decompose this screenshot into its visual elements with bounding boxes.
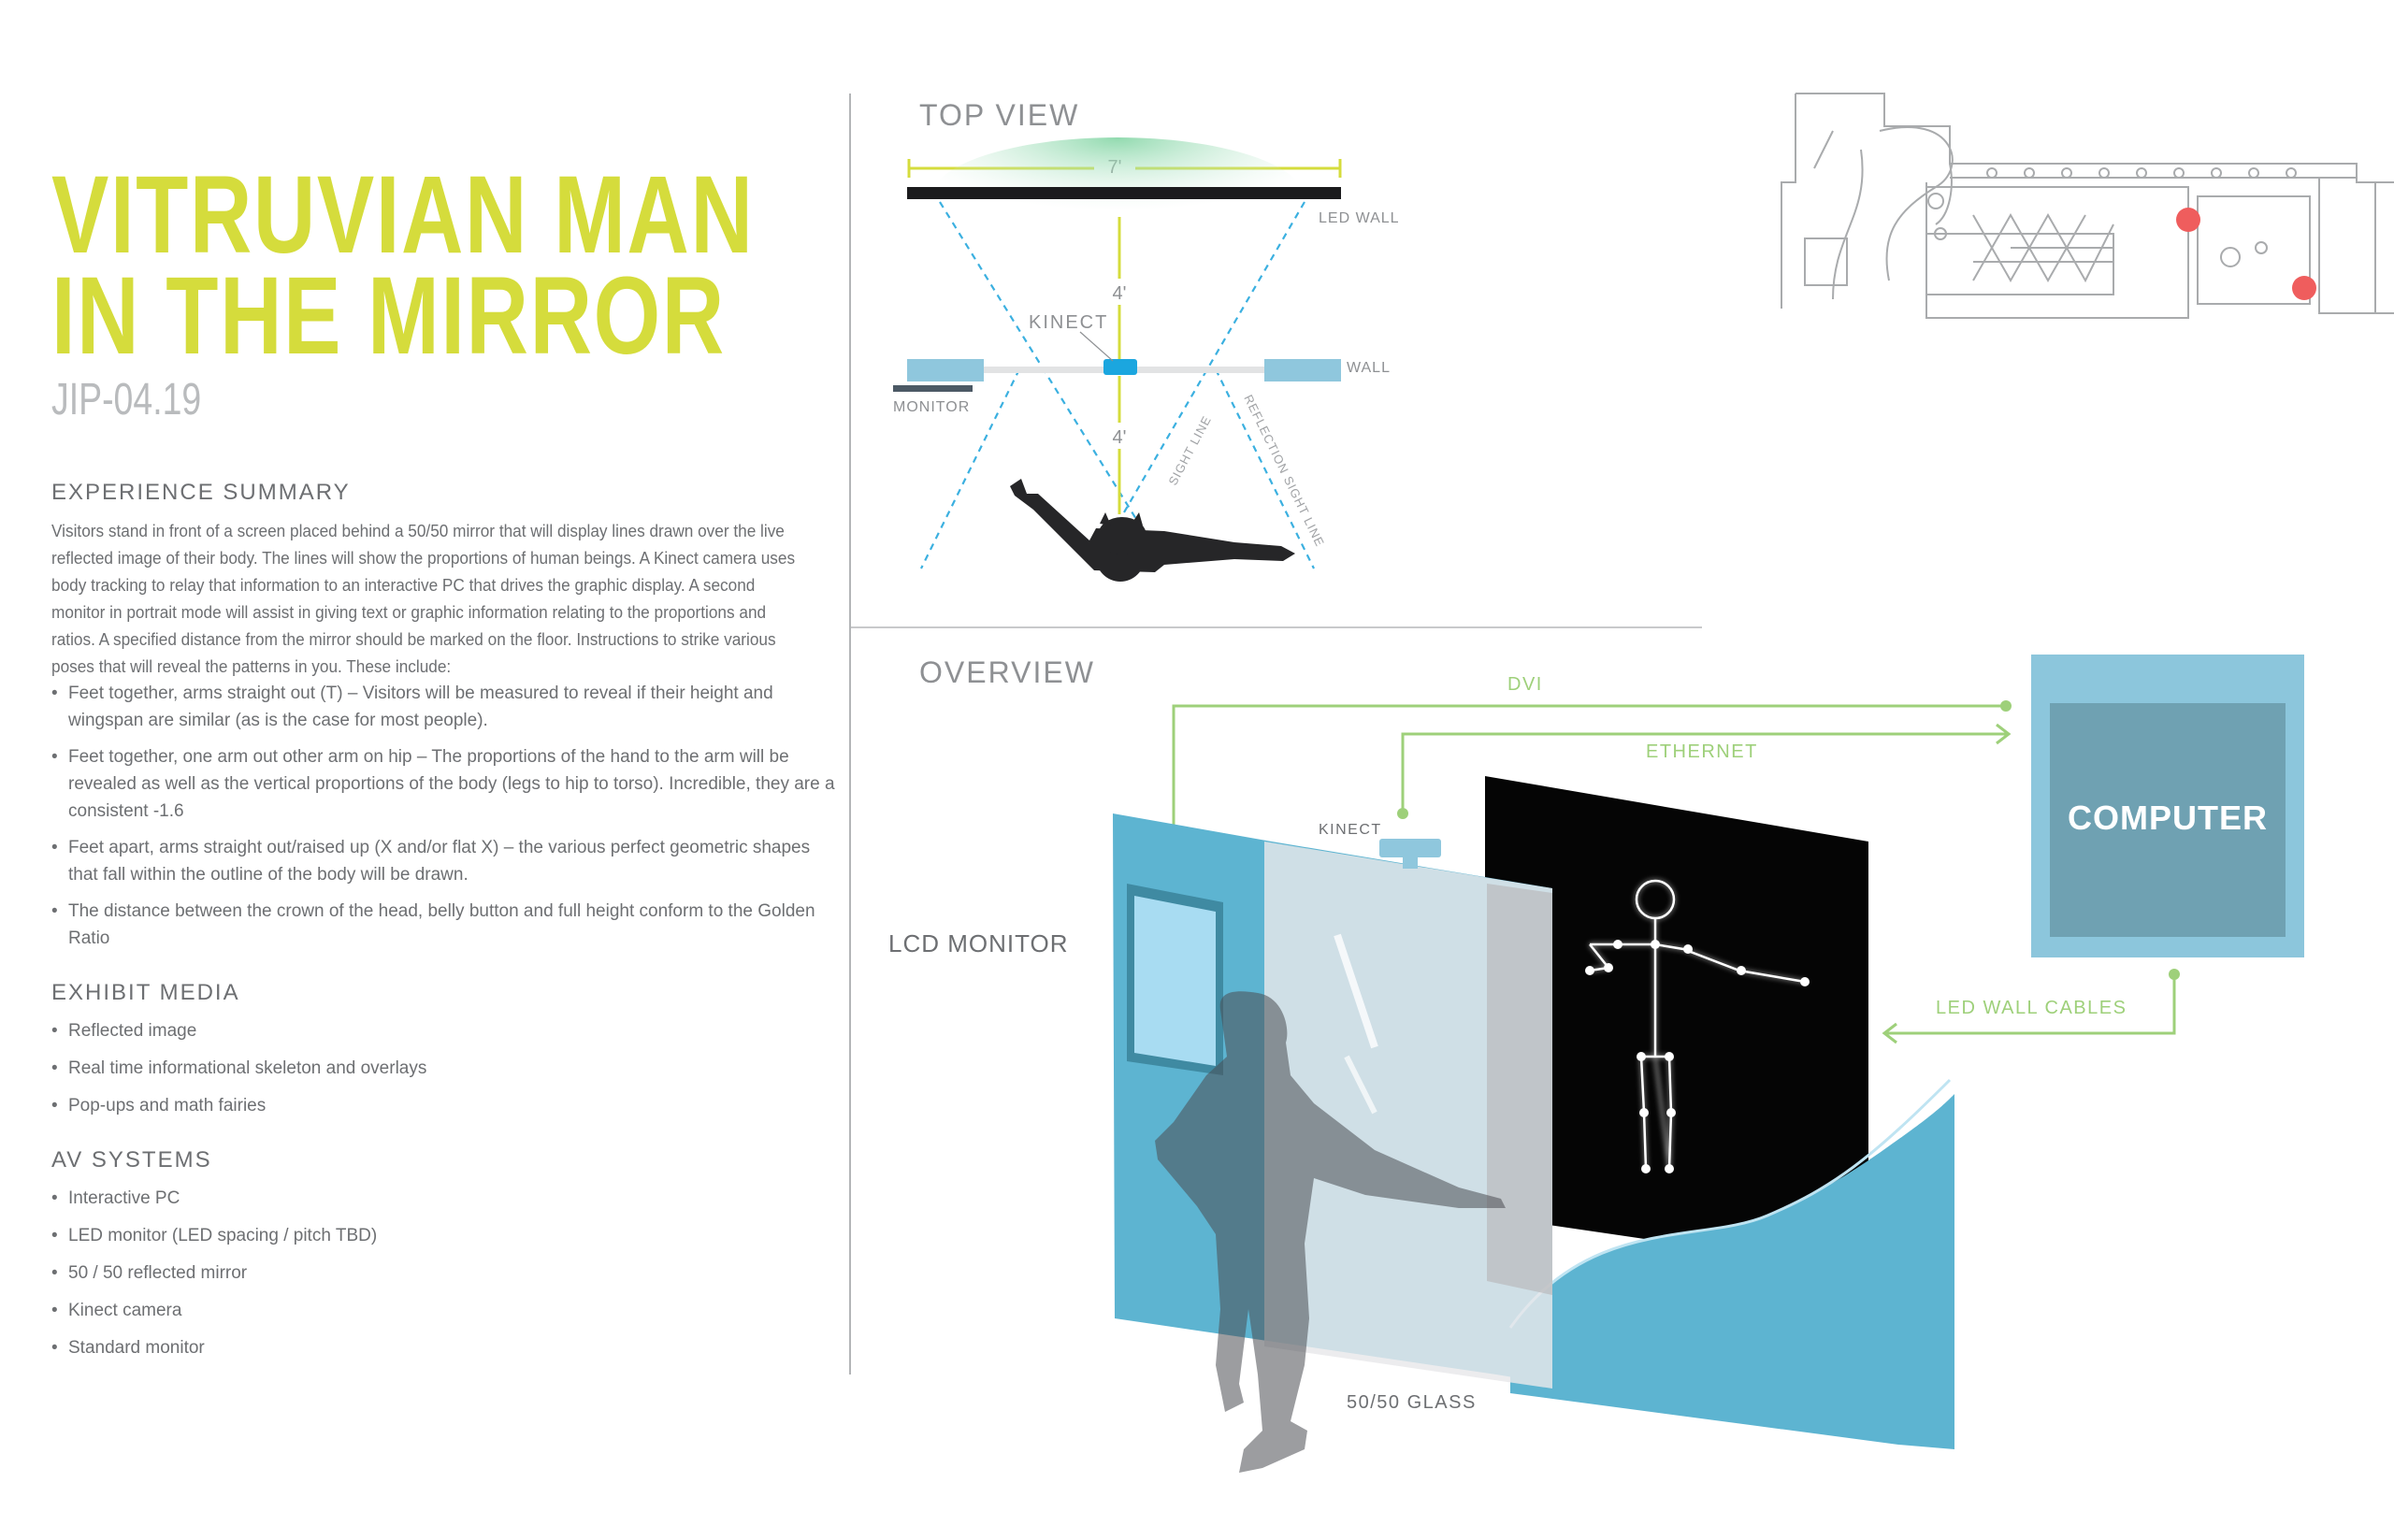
distance-label-bg xyxy=(1103,423,1135,449)
distance-label-1: 4' xyxy=(1113,283,1127,304)
wall-panel-curve xyxy=(1510,1094,1954,1449)
experience-summary-text: Visitors stand in front of a screen plac… xyxy=(51,521,796,676)
list-item: Feet apart, arms straight out/raised up … xyxy=(51,834,842,888)
list-item: 50 / 50 reflected mirror xyxy=(51,1259,837,1287)
distance-label-bg xyxy=(1103,279,1135,305)
ethernet-arrow xyxy=(1996,723,2012,745)
list-item: Feet together, arms straight out (T) – V… xyxy=(51,680,842,734)
kinect-overview-label: KINECT xyxy=(1319,822,1382,838)
list-item: Standard monitor xyxy=(51,1334,837,1361)
led-cable-arrow xyxy=(1882,1022,1897,1044)
av-systems-heading: AV SYSTEMS xyxy=(51,1147,212,1173)
dvi-cable xyxy=(1172,704,2006,868)
list-item: LED monitor (LED spacing / pitch TBD) xyxy=(51,1222,837,1249)
floor-plan-thumbnail xyxy=(1781,93,2394,319)
exhibit-media-heading: EXHIBIT MEDIA xyxy=(51,980,240,1005)
lcd-monitor-screen xyxy=(1134,896,1216,1066)
top-view-heading: TOP VIEW xyxy=(919,98,1079,132)
list-item: Kinect camera xyxy=(51,1297,837,1324)
cable-dot xyxy=(1397,808,1408,819)
ethernet-label: ETHERNET xyxy=(1646,741,1758,762)
computer-label: COMPUTER xyxy=(2068,799,2268,837)
av-systems-list: Interactive PC LED monitor (LED spacing … xyxy=(51,1185,837,1361)
distance-label-2: 4' xyxy=(1113,427,1127,448)
section-divider xyxy=(851,626,1702,628)
poses-list: Feet together, arms straight out (T) – V… xyxy=(51,680,842,952)
list-item: Reflected image xyxy=(51,1017,837,1044)
wall-label: WALL xyxy=(1347,360,1391,376)
led-wall-label: LED WALL xyxy=(1319,210,1400,226)
column-divider xyxy=(849,94,851,1374)
location-marker xyxy=(2292,276,2316,300)
sight-line-label: SIGHT LINE xyxy=(1165,413,1214,487)
kinect-device-icon xyxy=(1379,839,1441,857)
led-wall-cable xyxy=(1884,974,2176,1035)
list-item: Feet together, one arm out other arm on … xyxy=(51,743,842,825)
monitor-bar xyxy=(893,385,973,392)
location-marker xyxy=(2176,208,2200,232)
list-item: Pop-ups and math fairies xyxy=(51,1092,837,1119)
glass-glare xyxy=(1334,933,1378,1049)
sight-lines xyxy=(920,201,1315,569)
dvi-label: DVI xyxy=(1507,674,1543,695)
kinect-icon xyxy=(1103,359,1137,375)
list-item: The distance between the crown of the he… xyxy=(51,898,842,952)
led-wall-cables-label: LED WALL CABLES xyxy=(1936,998,2127,1018)
page-title: VITRUVIAN MAN IN THE MIRROR xyxy=(51,153,755,378)
curve-edge xyxy=(1508,1078,1952,1329)
project-code: JIP-04.19 xyxy=(51,375,202,425)
glass-label: 50/50 GLASS xyxy=(1347,1392,1477,1413)
cable-dot xyxy=(2169,969,2180,980)
cable-dot xyxy=(2000,700,2012,712)
kinect-stand xyxy=(1403,857,1418,869)
person-silhouette-icon xyxy=(1155,991,1506,1473)
kinect-label: KINECT xyxy=(1029,312,1108,333)
top-view: TOP VIEW 7' LED WALL MONITOR WALL KINECT xyxy=(893,98,1400,582)
left-column: VITRUVIAN MAN IN THE MIRROR JIP-04.19 EX… xyxy=(51,140,837,1372)
glass-panel xyxy=(1264,842,1552,1389)
overview-heading: OVERVIEW xyxy=(919,655,1095,689)
wall-right xyxy=(1264,359,1341,381)
overview: OVERVIEW COMPUTER DVI ETHERNET LED WALL … xyxy=(888,655,2304,1473)
list-item: Real time informational skeleton and ove… xyxy=(51,1055,837,1082)
computer-inner xyxy=(2050,703,2286,937)
monitor-label: MONITOR xyxy=(893,399,970,415)
experience-summary-heading: EXPERIENCE SUMMARY xyxy=(51,480,351,505)
kinect-leader xyxy=(1079,331,1114,362)
cables xyxy=(1165,704,2176,1044)
list-item: Interactive PC xyxy=(51,1185,837,1212)
led-wall-bar xyxy=(907,187,1341,199)
exhibit-media-list: Reflected image Real time informational … xyxy=(51,1017,837,1119)
led-wall-screen xyxy=(1485,776,1868,1272)
wall-left xyxy=(907,359,984,381)
glass-side xyxy=(1487,884,1552,1295)
lcd-monitor-label: LCD MONITOR xyxy=(888,929,1069,957)
skeleton-joints xyxy=(1585,940,1810,1173)
glass-glare xyxy=(1344,1055,1377,1115)
ethernet-cable xyxy=(1401,732,2009,813)
reflection-sight-line-label: REFLECTION SIGHT LINE xyxy=(1241,393,1327,549)
person-topview-icon xyxy=(1010,479,1295,582)
